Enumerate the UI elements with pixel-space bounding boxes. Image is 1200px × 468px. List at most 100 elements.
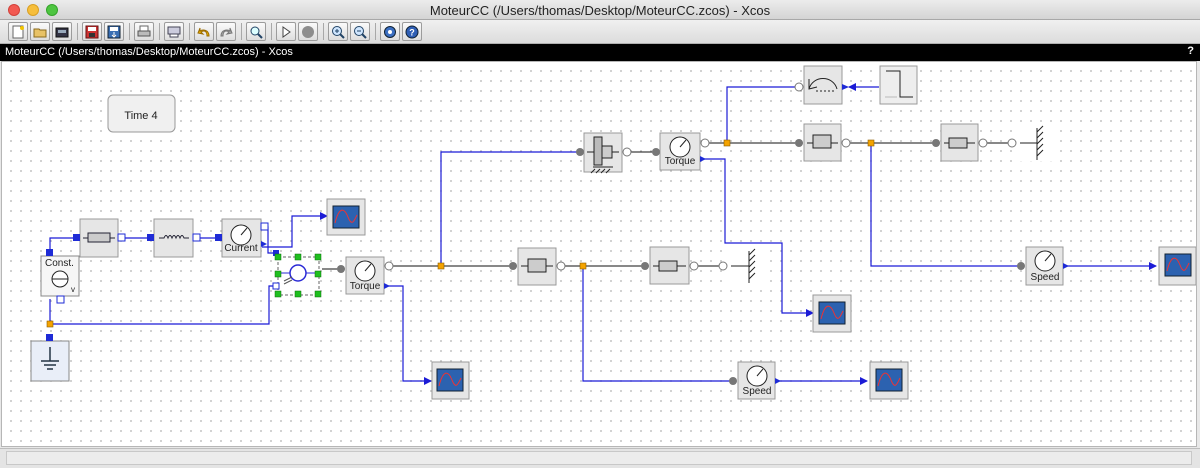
diagram-canvas[interactable]: Time 4 Const. v xyxy=(1,61,1197,447)
mechanical-port[interactable] xyxy=(689,261,699,271)
input-port[interactable] xyxy=(46,334,53,341)
window-maximize-button[interactable] xyxy=(46,4,58,16)
mechanical-port[interactable] xyxy=(556,261,566,271)
output-port[interactable] xyxy=(117,233,126,242)
xcos-demos-button[interactable] xyxy=(380,22,400,41)
output-port[interactable] xyxy=(192,233,201,242)
split-point[interactable] xyxy=(46,320,54,328)
link-split-to-speed2[interactable] xyxy=(582,266,735,382)
mechanical-port[interactable] xyxy=(700,138,710,148)
open-file-button[interactable] xyxy=(52,22,72,41)
fit-diagram-button[interactable] xyxy=(246,22,266,41)
window-close-button[interactable] xyxy=(8,4,20,16)
selection-handle[interactable] xyxy=(314,290,322,298)
torque-sensor-block[interactable]: Torque xyxy=(337,256,394,295)
start-button[interactable] xyxy=(276,22,296,41)
help-question-mark[interactable]: ? xyxy=(1187,45,1194,57)
scope-torque2-block[interactable] xyxy=(812,294,852,333)
dc-motor-block[interactable] xyxy=(272,250,322,298)
resistor-block[interactable] xyxy=(73,218,126,258)
selection-handle[interactable] xyxy=(294,290,302,298)
split-point[interactable] xyxy=(723,139,731,147)
input-port[interactable] xyxy=(215,234,222,241)
fixed-block[interactable] xyxy=(718,246,765,285)
mechanical-port[interactable] xyxy=(841,138,851,148)
mechanical-port[interactable] xyxy=(1007,138,1017,148)
link-current-sensor-to-motor[interactable] xyxy=(262,226,275,254)
input-port[interactable] xyxy=(73,234,80,241)
redo-button[interactable] xyxy=(216,22,236,41)
step-block[interactable] xyxy=(879,65,918,105)
selection-handle[interactable] xyxy=(314,253,322,261)
zoom-in-button[interactable] xyxy=(328,22,348,41)
scope-speed1-block[interactable] xyxy=(1158,246,1196,286)
inertia-block[interactable] xyxy=(509,247,566,286)
link-torque-to-scope[interactable] xyxy=(385,285,432,385)
undo-button[interactable] xyxy=(194,22,214,41)
mechanical-port[interactable] xyxy=(337,265,345,273)
inductor-block[interactable] xyxy=(147,218,201,258)
fixed-2-block[interactable] xyxy=(1007,123,1054,162)
torque-actuator-block[interactable] xyxy=(794,65,849,105)
mechanical-port[interactable] xyxy=(729,377,737,385)
selection-handle[interactable] xyxy=(314,270,322,278)
inertia-2-block[interactable] xyxy=(795,123,851,162)
mechanical-port[interactable] xyxy=(978,138,988,148)
split-point[interactable] xyxy=(579,262,587,270)
selection-handle[interactable] xyxy=(294,253,302,261)
ideal-gear-block[interactable] xyxy=(576,132,632,174)
open-button[interactable] xyxy=(30,22,50,41)
split-point[interactable] xyxy=(437,262,445,270)
torque-2-label: Torque xyxy=(665,156,696,167)
scope-torque-block[interactable] xyxy=(431,361,470,400)
speed-sensor-1-block[interactable]: Speed xyxy=(1017,246,1069,286)
mechanical-port[interactable] xyxy=(1017,262,1025,270)
input-port[interactable] xyxy=(273,250,279,256)
mechanical-port[interactable] xyxy=(622,147,632,157)
mechanical-port[interactable] xyxy=(576,148,584,156)
input-port[interactable] xyxy=(147,234,154,241)
link-torque2-to-scope[interactable] xyxy=(701,158,814,317)
link-split-to-gear[interactable] xyxy=(440,151,583,266)
help-button[interactable]: ? xyxy=(402,22,422,41)
const-label: Const. xyxy=(45,258,74,269)
mechanical-port[interactable] xyxy=(932,139,940,147)
new-diagram-button[interactable] xyxy=(8,22,28,41)
mechanical-port[interactable] xyxy=(509,262,517,270)
damper-2-block[interactable] xyxy=(932,123,988,162)
time-text-block[interactable]: Time 4 xyxy=(107,94,176,133)
link-current-to-scope[interactable] xyxy=(262,212,328,248)
output-port[interactable] xyxy=(56,295,65,304)
window-minimize-button[interactable] xyxy=(27,4,39,16)
const-voltage-block[interactable]: Const. v xyxy=(40,249,80,304)
link-ground-to-motor[interactable] xyxy=(49,285,275,325)
print-button[interactable] xyxy=(134,22,154,41)
save-as-button[interactable] xyxy=(104,22,124,41)
scope-speed2-block[interactable] xyxy=(869,361,909,400)
damper-block[interactable] xyxy=(641,246,699,285)
current-sensor-block[interactable]: Current xyxy=(215,218,269,258)
speed-sensor-block[interactable]: Speed xyxy=(729,361,781,400)
mechanical-port[interactable] xyxy=(384,261,394,271)
ground-block[interactable] xyxy=(30,334,70,382)
mechanical-port[interactable] xyxy=(652,148,660,156)
mechanical-port[interactable] xyxy=(794,82,804,92)
split-point[interactable] xyxy=(867,139,875,147)
export-button[interactable] xyxy=(164,22,184,41)
input-port[interactable] xyxy=(272,282,280,290)
mechanical-port[interactable] xyxy=(795,139,803,147)
output-port[interactable] xyxy=(260,222,269,231)
input-port[interactable] xyxy=(46,249,53,256)
stop-button[interactable] xyxy=(298,22,318,41)
selection-handle[interactable] xyxy=(274,290,282,298)
selection-handle[interactable] xyxy=(274,270,282,278)
torque-sensor-2-block[interactable]: Torque xyxy=(652,132,710,171)
link-split-to-speed1[interactable] xyxy=(870,143,1023,267)
zoom-out-button[interactable] xyxy=(350,22,370,41)
mechanical-port[interactable] xyxy=(641,262,649,270)
mechanical-port[interactable] xyxy=(718,261,728,271)
selection-handle[interactable] xyxy=(274,253,282,261)
scope-current-block[interactable] xyxy=(326,198,366,236)
save-button[interactable] xyxy=(82,22,102,41)
link-actuator-to-split[interactable] xyxy=(726,86,801,143)
